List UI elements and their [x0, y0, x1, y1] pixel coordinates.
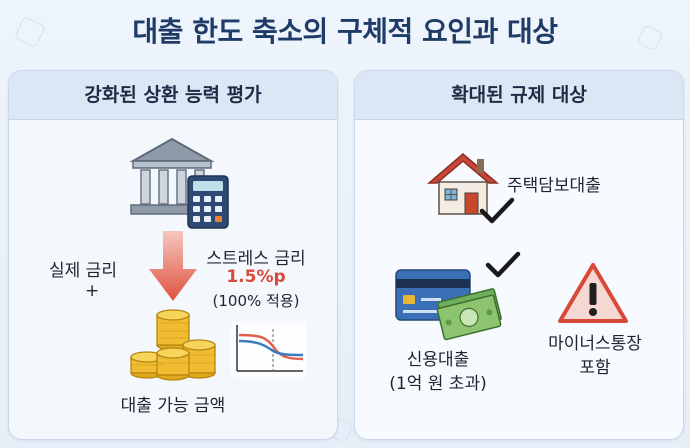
left-panel: 강화된 상환 능력 평가 실제 금리 + 스트레스 금리 1.5 — [8, 70, 338, 440]
right-panel-heading: 확대된 규제 대상 — [355, 71, 683, 120]
stress-rate-label: 스트레스 금리 — [206, 249, 306, 269]
credit-loan-note: (1억 원 초과) — [389, 374, 487, 394]
coins-icon — [130, 309, 216, 381]
right-panel: 확대된 규제 대상 주택담보대출 신용대출 (1억 원 초과) — [354, 70, 684, 440]
cash-icon — [436, 288, 502, 341]
decline-chart-icon — [231, 321, 307, 377]
down-arrow-icon — [149, 231, 197, 301]
mortgage-label: 주택담보대출 — [507, 176, 601, 196]
page-title: 대출 한도 축소의 구체적 요인과 대상 — [132, 15, 558, 48]
actual-rate-label: 실제 금리 — [49, 261, 117, 281]
loan-capacity-label: 대출 가능 금액 — [120, 396, 226, 416]
house-icon — [426, 153, 500, 215]
stress-rate-value: 1.5%p — [226, 267, 286, 287]
plus-sign: + — [85, 281, 100, 301]
overdraft-include-label: 포함 — [579, 358, 611, 378]
stress-rate-note: (100% 적용) — [212, 292, 300, 310]
calculator-icon — [187, 175, 229, 229]
overdraft-label: 마이너스통장 — [548, 334, 642, 354]
left-panel-heading: 강화된 상환 능력 평가 — [9, 71, 337, 120]
credit-loan-label: 신용대출 — [406, 350, 470, 370]
checkmark-icon — [479, 197, 515, 224]
checkmark-icon — [485, 251, 521, 278]
warning-icon — [558, 263, 628, 323]
